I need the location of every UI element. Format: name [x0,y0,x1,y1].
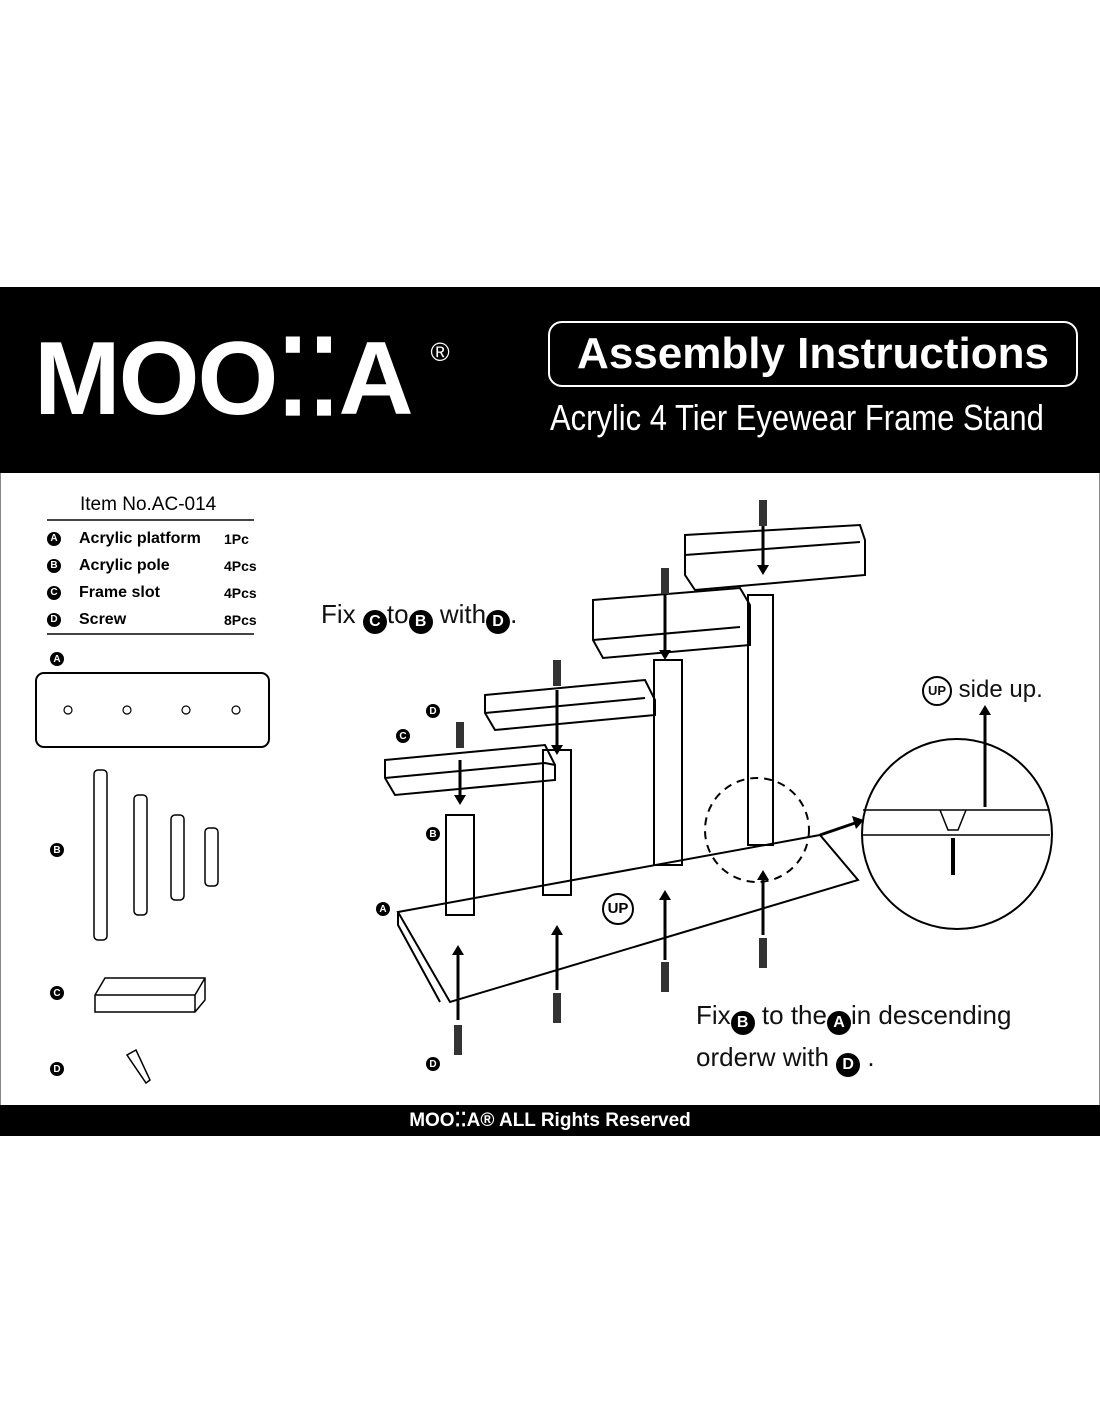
text: Fix [321,599,356,629]
part-row: A Acrylic platform 1Pc [47,525,262,552]
product-subtitle: Acrylic 4 Tier Eyewear Frame Stand [550,397,1044,438]
text: . [510,599,518,629]
text: with [439,599,487,629]
pole-2 [542,749,572,896]
part-qty: 8Pcs [224,611,257,628]
instruction-up: UP side up. [922,676,1043,706]
frame-slot-4 [684,523,866,592]
diagram-label-c: C [396,729,410,743]
letter-badge: D [47,612,61,627]
part-label-c: C [50,986,64,1000]
part-row: C Frame slot 4Pcs [47,579,262,606]
footer-logo: MOO⁚⁚A® [409,1110,495,1131]
pole-parts-illustration [93,769,219,941]
platform-part-illustration [35,672,270,748]
letter-badge: D [486,610,511,634]
pole-4 [747,594,774,846]
copyright-text: ALL Rights Reserved [498,1110,691,1131]
letter-badge: B [47,558,61,573]
part-row: B Acrylic pole 4Pcs [47,552,262,579]
platform-holes [63,705,241,715]
letter-badge: B [730,1011,755,1035]
instruction-step-2-line-2: orderw with D . [696,1042,875,1077]
diagram-label-a: A [376,902,390,916]
up-icon: UP [922,676,952,706]
text: in descending [850,1000,1012,1030]
part-label-b: B [50,843,64,857]
part-name: Acrylic pole [79,556,170,574]
arrows [456,525,987,1020]
letter-badge: B [408,610,433,634]
text: side up. [958,676,1043,703]
frame-slot-1 [384,743,556,797]
parts-list: A Acrylic platform 1Pc B Acrylic pole 4Pcs C… [47,525,262,633]
text: to [386,599,409,629]
registered-mark: ® [430,337,449,367]
item-number: Item No.AC-014 [80,494,217,515]
screws [454,500,767,1055]
page-title: Assembly Instructions [548,321,1078,387]
letter-badge: A [47,531,61,546]
letter-badge: C [362,610,387,634]
text: Fix [696,1000,731,1030]
divider [47,519,254,521]
part-qty: 4Pcs [224,557,257,574]
frame-slot-2 [484,678,656,732]
letter-badge: D [836,1053,861,1077]
part-name: Frame slot [79,583,160,601]
screw-part-illustration [125,1048,151,1085]
part-label-a: A [50,652,64,666]
arrowheads [452,565,991,955]
letter-badge: C [47,585,61,600]
frame-slot-part-illustration [94,977,206,1013]
diagram-label-d: D [426,704,440,718]
part-name: Screw [79,610,127,628]
text: orderw with [696,1042,829,1072]
part-label-d: D [50,1062,64,1076]
detail-callout-circle [704,777,810,883]
frame-slot-3 [592,586,751,660]
main-platform [396,833,860,1004]
pole-3 [653,659,683,866]
logo-text: MOO⁚⁚A [34,321,414,437]
diagram-label-b: B [426,827,440,841]
header: MOO⁚⁚A® Assembly Instructions Acrylic 4 … [0,287,1100,473]
part-qty: 1Pc [224,530,249,547]
divider [47,633,254,635]
text: . [867,1042,875,1072]
detail-zoom-circle [861,738,1053,930]
up-marker: UP [602,893,634,925]
part-qty: 4Pcs [224,584,257,601]
pole-1 [445,814,475,916]
footer: MOO⁚⁚A® ALL Rights Reserved [0,1105,1100,1136]
part-row: D Screw 8Pcs [47,606,262,633]
text: to the [761,1000,827,1030]
brand-logo: MOO⁚⁚A® [34,327,450,431]
diagram-label-d-bottom: D [426,1057,440,1071]
part-name: Acrylic platform [79,529,201,547]
letter-badge: A [826,1011,851,1035]
